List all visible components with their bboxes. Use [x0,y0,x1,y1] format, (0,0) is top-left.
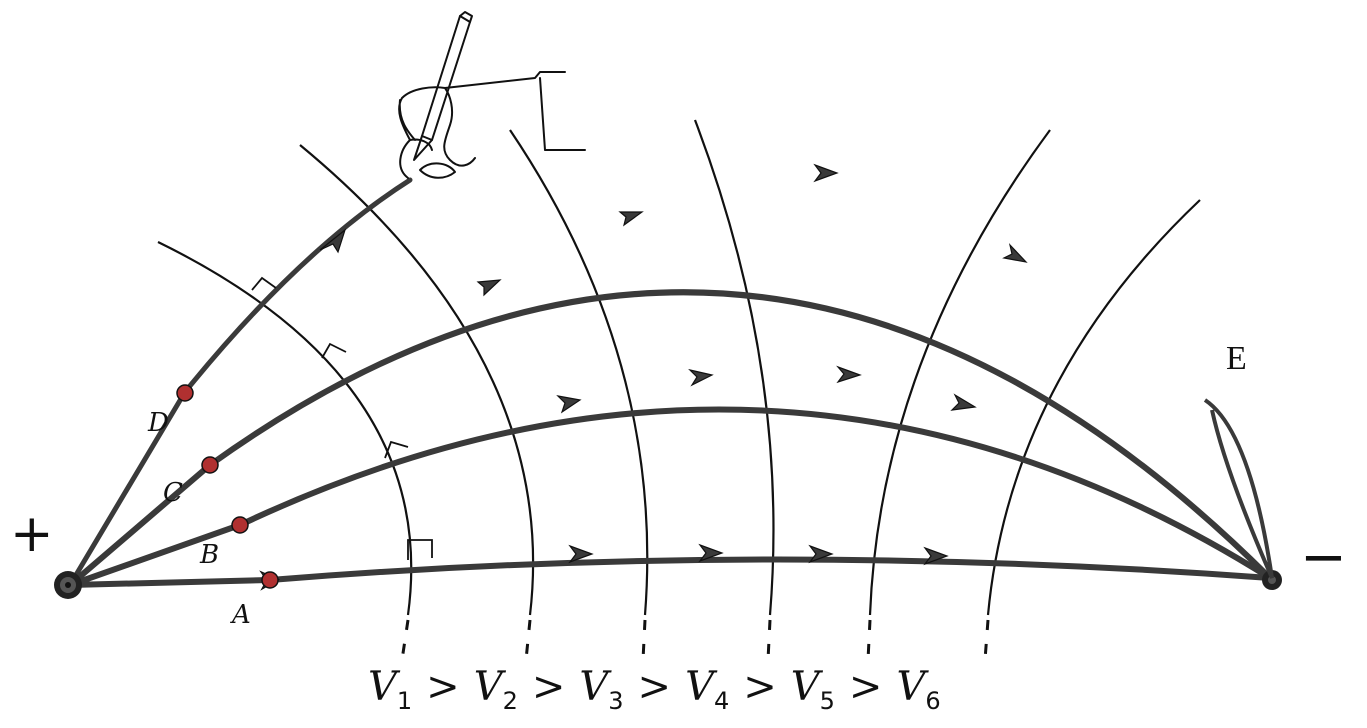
arrow-a-2 [698,543,724,563]
potential-relation: V1>V2>V3>V4>V5>V6 [368,664,941,715]
equipotential-line-v2 [299,144,535,616]
arrow-a-1 [568,544,594,564]
field-line-b [67,406,1273,588]
point-label-a: A [232,600,251,630]
field-arrows [319,163,1028,566]
hand-pencil-illustration [398,11,586,179]
negative-sign: − [1300,525,1347,590]
arrow-c-2 [618,211,644,227]
positive-sign: + [10,504,54,564]
arrow-a-3 [808,544,834,564]
equipotential-line-v5 [868,129,1051,616]
point-d [176,384,194,402]
arrow-b-1 [556,395,582,414]
arrow-d-1 [319,228,347,254]
point-a [261,571,279,589]
field-label-e: E [1226,340,1247,377]
equipotential-line-v4 [693,119,775,616]
pencil-icon [421,15,471,141]
potential-v3: V3 [579,664,624,715]
equipotential-dashes [400,619,990,661]
point-b [231,516,249,534]
positive-charge [54,571,82,599]
field-points [176,384,279,589]
potential-v4: V4 [685,664,730,715]
field-line-c [67,289,1273,588]
point-label-c: C [163,478,183,508]
arrow-c-1 [476,279,502,297]
arrow-b-4 [950,393,977,411]
arrow-c-3 [813,163,839,183]
right-angle-markers [251,276,433,560]
hand-icon [398,71,586,179]
potential-v2: V2 [473,664,518,715]
point-c [201,456,219,474]
arrow-b-2 [688,368,714,387]
equipotential-line-v1 [157,241,413,616]
equipotential-lines [157,119,1201,616]
arrow-b-3 [836,365,862,384]
arrow-c-4 [1002,242,1028,263]
field-line-a [67,556,1273,591]
point-label-b: B [200,540,220,570]
potential-v5: V5 [790,664,835,715]
field-line-d [67,177,413,588]
field-line-e-loop [1203,398,1274,579]
equipotential-line-v6 [986,199,1201,616]
potential-v1: V1 [368,664,413,715]
arrow-a-4 [923,546,949,566]
point-label-d: D [148,408,169,438]
equipotential-line-v3 [509,129,649,616]
field-lines [67,177,1273,591]
potential-v6: V6 [896,664,941,715]
